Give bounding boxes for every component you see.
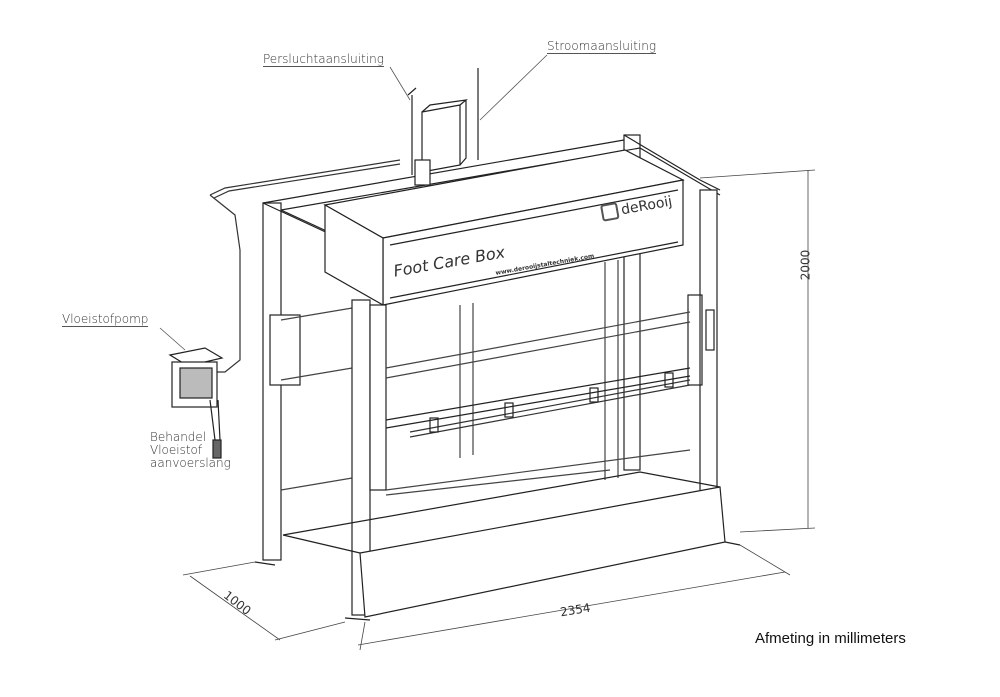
power-box <box>407 68 479 186</box>
front-left-post <box>351 299 387 616</box>
rear-right-post <box>623 134 641 471</box>
depth-dimension <box>182 561 346 641</box>
power-connection-label: Stroomaansluiting <box>547 39 657 54</box>
height-value: 2000 <box>798 249 813 281</box>
units-note: Afmeting in millimeters <box>755 630 906 647</box>
width-dimension <box>357 544 791 651</box>
air-connection-label: Persluchtaansluiting <box>263 52 384 67</box>
height-dimension <box>699 169 816 533</box>
hose-label-line2: Vloeistof <box>150 443 203 457</box>
hose-label: Behandel Vloeistof aanvoerslang <box>150 431 231 470</box>
liquid-pump-label: Vloeistofpomp <box>62 312 149 327</box>
rear-left-post <box>262 202 301 561</box>
hose-label-line1: Behandel <box>150 430 207 444</box>
liquid-pump <box>168 347 224 459</box>
brand-logo-icon <box>600 202 620 222</box>
header-box <box>323 149 685 307</box>
base-tray <box>254 471 741 621</box>
spray-bars <box>385 367 691 438</box>
hose-label-line3: aanvoerslang <box>150 456 231 470</box>
